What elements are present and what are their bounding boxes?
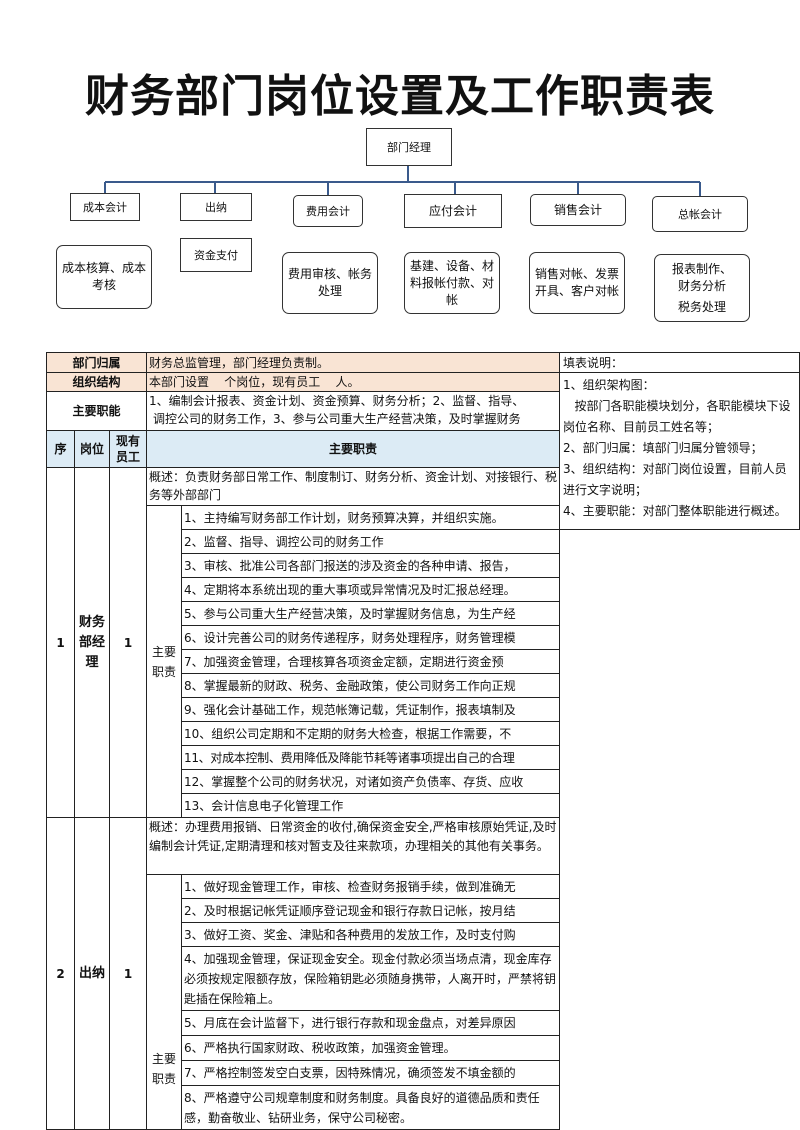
structure-value: 本部门设置 个岗位，现有员工 人。: [146, 372, 560, 392]
row1-key-duties-label: 主要职责: [146, 505, 182, 818]
row2-seq: 2: [46, 817, 75, 1130]
label-structure: 组织结构: [46, 372, 147, 392]
duty-row: 6、设计完善公司的财务传递程序，财务处理程序，财务管理模: [47, 625, 800, 650]
duty-row: 3、审核、批准公司各部门报送的涉及资金的各种申请、报告，: [47, 553, 800, 578]
label-dept: 部门归属: [46, 352, 147, 373]
duty-row: 3、做好工资、奖金、津贴和各种费用的发放工作，及时支付购: [47, 922, 800, 947]
org-duty-payable: 基建、设备、材料报帐付款、对帐: [404, 252, 500, 314]
notes-cell: 1、组织架构图： 按部门各职能模块划分，各职能模块下设岗位名称、目前员工姓名等；…: [559, 372, 800, 530]
note-line: 3、组织结构：对部门岗位设置，目前人员进行文字说明；: [563, 462, 787, 497]
duty-item: 8、掌握最新的财政、税务、金融政策，使公司财务工作向正规: [181, 673, 560, 698]
notes-title: 填表说明：: [559, 352, 800, 373]
org-chart: 部门经理 成本会计 出纳 费用会计 应付会计 销售会计 总帐会计 成本核算、成本…: [0, 0, 800, 340]
duty-item: 8、严格遵守公司规章制度和财务制度。具备良好的道德品质和责任感，勤奋敬业、钻研业…: [181, 1085, 560, 1130]
duty-item: 5、月底在会计监督下，进行银行存款和现金盘点，对差异原因: [181, 1010, 560, 1036]
label-main-duty: 主要职能: [46, 391, 147, 431]
row-structure: 组织结构 本部门设置 个岗位，现有员工 人。 1、组织架构图： 按部门各职能模块…: [46, 372, 800, 530]
org-duty-cashier: 资金支付: [180, 238, 252, 272]
org-box-payable-accountant: 应付会计: [404, 194, 502, 228]
duty-item: 4、定期将本系统出现的重大事项或异常情况及时汇报总经理。: [181, 577, 560, 602]
row1-seq: 1: [46, 467, 75, 818]
duty-item: 12、掌握整个公司的财务状况，对诸如资产负债率、存货、应收: [181, 769, 560, 794]
table-row: 1 财务部经理 1 概述：负责财务部日常工作、制度制订、财务分析、资金计划、对接…: [46, 467, 800, 818]
table-row: 2 出纳 1 概述：办理费用报销、日常资金的收付,确保资金安全,严格审核原始凭证…: [46, 817, 800, 1130]
duty-item: 1、主持编写财务部工作计划，财务预算决算，并组织实施。: [181, 505, 560, 530]
row1-summary: 概述：负责财务部日常工作、制度制订、财务分析、资金计划、对接银行、税务等外部部门: [146, 467, 560, 506]
header-post: 岗位: [74, 430, 110, 468]
duty-item: 6、严格执行国家财政、税收政策，加强资金管理。: [181, 1035, 560, 1061]
duty-row: 4、加强现金管理，保证现金安全。现金付款必须当场点清，现金库存必须按规定限额存放…: [47, 946, 800, 1011]
org-box-sales-accountant: 销售会计: [530, 194, 626, 226]
duty-item: 13、会计信息电子化管理工作: [181, 793, 560, 818]
header-duties: 主要职责: [146, 430, 560, 468]
note-line: 按部门各职能模块划分，各职能模块下设岗位名称、目前员工姓名等；: [563, 399, 791, 434]
duty-row: 11、对成本控制、费用降低及降能节耗等诸事项提出自己的合理: [47, 745, 800, 770]
main-duty-value: 1、编制会计报表、资金计划、资金预算、财务分析；2、监督、指导、 调控公司的财务…: [146, 391, 560, 431]
org-duty-general-ledger-line1: 报表制作、财务分析: [671, 261, 732, 293]
row2-staff: 1: [109, 817, 147, 1130]
org-duty-sales: 销售对帐、发票开具、客户对帐: [529, 252, 625, 314]
note-line: 2、部门归属：填部门归属分管领导；: [563, 441, 763, 455]
main-duty-line: 1、编制会计报表、资金计划、资金预算、财务分析；2、监督、指导、: [149, 394, 525, 408]
org-box-manager: 部门经理: [366, 128, 452, 166]
duty-row: 7、严格控制签发空白支票，因特殊情况，确须签发不填金额的: [47, 1060, 800, 1086]
header-staff: 现有员工: [109, 430, 147, 468]
duty-item: 3、审核、批准公司各部门报送的涉及资金的各种申请、报告，: [181, 553, 560, 578]
duty-row: 主要职责 1、做好现金管理工作，审核、检查财务报销手续，做到准确无: [47, 874, 800, 1130]
duty-row: 4、定期将本系统出现的重大事项或异常情况及时汇报总经理。: [47, 577, 800, 602]
row1-post: 财务部经理: [74, 467, 110, 818]
org-box-cost-accountant: 成本会计: [70, 193, 140, 221]
duty-item: 7、加强资金管理，合理核算各项资金定额，定期进行资金预: [181, 649, 560, 674]
duty-row: 主要职责 1、主持编写财务部工作计划，财务预算决算，并组织实施。: [47, 505, 800, 818]
duty-row: 8、掌握最新的财政、税务、金融政策，使公司财务工作向正规: [47, 673, 800, 698]
org-box-expense-accountant: 费用会计: [293, 195, 363, 227]
duty-item: 11、对成本控制、费用降低及降能节耗等诸事项提出自己的合理: [181, 745, 560, 770]
dept-value: 财务总监管理，部门经理负责制。: [146, 352, 560, 373]
duty-item: 5、参与公司重大生产经营决策，及时掌握财务信息，为生产经: [181, 601, 560, 626]
row2-post: 出纳: [74, 817, 110, 1130]
duty-item: 10、组织公司定期和不定期的财务大检查，根据工作需要，不: [181, 721, 560, 746]
org-duty-expense: 费用审核、帐务处理: [282, 252, 378, 314]
duty-item: 7、严格控制签发空白支票，因特殊情况，确须签发不填金额的: [181, 1060, 560, 1086]
row2-summary: 概述：办理费用报销、日常资金的收付,确保资金安全,严格审核原始凭证,及时编制会计…: [146, 817, 560, 875]
org-duty-general-ledger: 报表制作、财务分析 税务处理: [654, 254, 750, 322]
duty-row: 5、月底在会计监督下，进行银行存款和现金盘点，对差异原因: [47, 1010, 800, 1036]
note-line: 4、主要职能：对部门整体职能进行概述。: [563, 504, 787, 518]
duty-item: 2、监督、指导、调控公司的财务工作: [181, 529, 560, 554]
row-dept: 部门归属 财务总监管理，部门经理负责制。 填表说明：: [46, 352, 800, 373]
duty-row: 7、加强资金管理，合理核算各项资金定额，定期进行资金预: [47, 649, 800, 674]
row-header: 序 岗位 现有员工 主要职责: [46, 430, 800, 468]
duty-item: 6、设计完善公司的财务传递程序，财务处理程序，财务管理模: [181, 625, 560, 650]
main-duty-line: 调控公司的财务工作，3、参与公司重大生产经营决策，及时掌握财务: [153, 412, 521, 426]
row2-key-duties-label: 主要职责: [146, 874, 182, 1130]
duty-item: 4、加强现金管理，保证现金安全。现金付款必须当场点清，现金库存必须按规定限额存放…: [181, 946, 560, 1011]
duty-row: 10、组织公司定期和不定期的财务大检查，根据工作需要，不: [47, 721, 800, 746]
duty-table: 部门归属 财务总监管理，部门经理负责制。 填表说明： 组织结构 本部门设置 个岗…: [46, 352, 800, 1130]
header-seq: 序: [46, 430, 75, 468]
row1-staff: 1: [109, 467, 147, 818]
row-main-duty: 主要职能 1、编制会计报表、资金计划、资金预算、财务分析；2、监督、指导、 调控…: [46, 391, 800, 431]
org-duty-general-ledger-line2: 税务处理: [677, 299, 726, 314]
org-box-general-ledger-accountant: 总帐会计: [652, 196, 748, 232]
org-chart-connectors: [104, 166, 701, 196]
duty-item: 9、强化会计基础工作，规范帐簿记载，凭证制作，报表填制及: [181, 697, 560, 722]
org-box-cashier: 出纳: [180, 193, 252, 221]
duty-row: 8、严格遵守公司规章制度和财务制度。具备良好的道德品质和责任感，勤奋敬业、钻研业…: [47, 1085, 800, 1130]
duty-item: 2、及时根据记帐凭证顺序登记现金和银行存款日记帐，按月结: [181, 898, 560, 923]
note-line: 1、组织架构图：: [563, 378, 655, 392]
duty-item: 3、做好工资、奖金、津贴和各种费用的发放工作，及时支付购: [181, 922, 560, 947]
duty-item: 1、做好现金管理工作，审核、检查财务报销手续，做到准确无: [181, 874, 560, 899]
org-duty-cost: 成本核算、成本考核: [56, 245, 152, 309]
page-title: 财务部门岗位设置及工作职责表: [85, 71, 715, 122]
